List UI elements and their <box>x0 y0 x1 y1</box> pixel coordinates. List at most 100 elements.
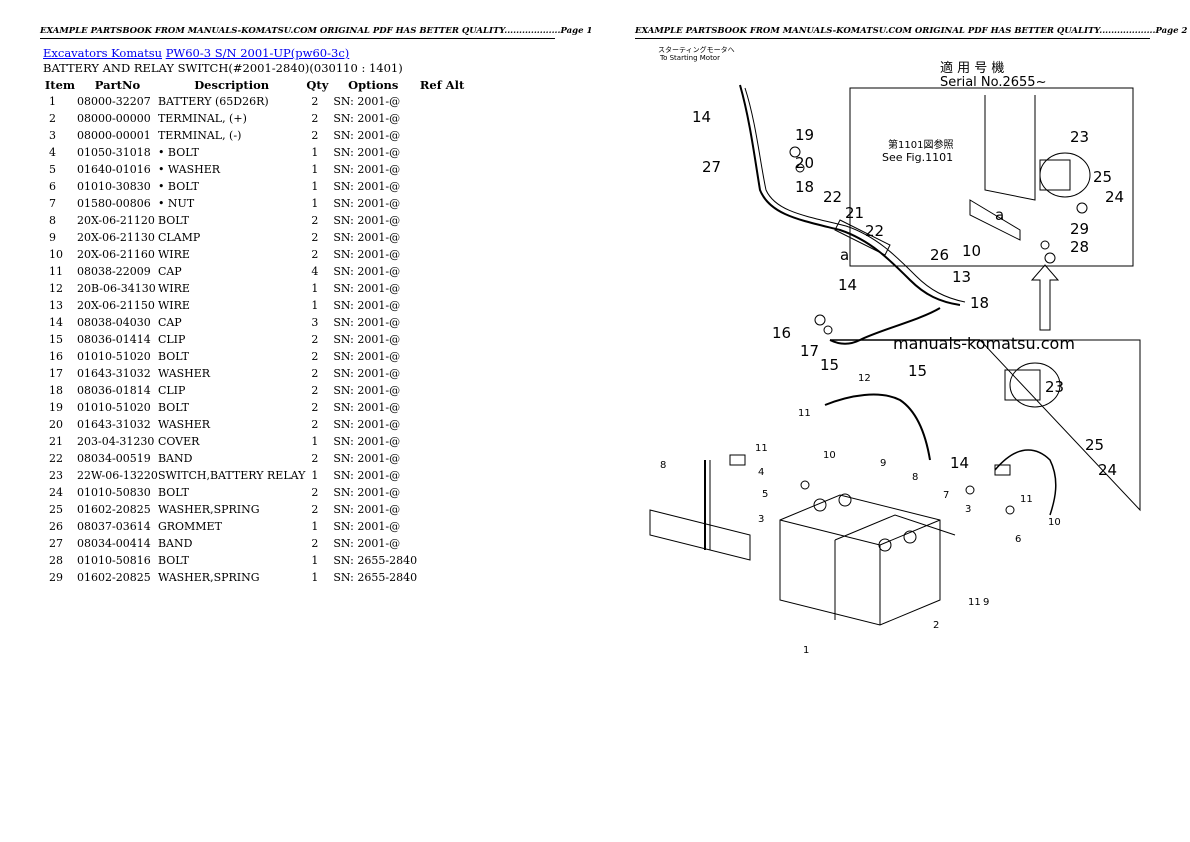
cell-item: 8 <box>49 214 56 227</box>
cell-options: SN: 2001-@ <box>333 537 401 550</box>
cell-options: SN: 2001-@ <box>333 231 401 244</box>
column-header-partno: PartNo <box>94 77 141 92</box>
watermark: manuals-komatsu.com <box>893 334 1075 353</box>
cell-refalt <box>417 314 467 331</box>
cell-options: SN: 2001-@ <box>333 333 401 346</box>
cell-options: SN: 2001-@ <box>333 163 401 176</box>
cell-refalt <box>417 467 467 484</box>
cell-options: SN: 2001-@ <box>333 248 401 261</box>
cell-refalt <box>417 348 467 365</box>
cell-options: SN: 2001-@ <box>333 452 401 465</box>
cell-item: 26 <box>49 520 63 533</box>
cell-description: COVER <box>157 435 200 448</box>
cell-options: SN: 2001-@ <box>333 129 401 142</box>
callout-label: 3 <box>758 514 764 525</box>
cell-refalt <box>417 399 467 416</box>
cell-qty: 2 <box>311 112 319 125</box>
nut <box>965 485 975 495</box>
cell-partno: 01602-20825 <box>77 571 151 584</box>
breadcrumb-link-model[interactable]: PW60-3 S/N 2001-UP(pw60-3c) <box>165 46 350 60</box>
cell-qty: 2 <box>311 452 319 465</box>
cell-partno: 20B-06-34130 <box>77 282 156 295</box>
bolt-head <box>1005 505 1015 515</box>
cell-description: BOLT <box>157 214 189 227</box>
cell-partno: 20X-06-21150 <box>77 299 155 312</box>
callout-label: 9 <box>983 597 989 608</box>
cell-options: SN: 2001-@ <box>333 95 401 108</box>
cell-qty: 1 <box>311 520 319 533</box>
cell-description: WASHER,SPRING <box>157 571 260 584</box>
section-title: BATTERY AND RELAY SWITCH(#2001-2840)(030… <box>43 61 403 75</box>
cap-terminal <box>729 454 746 466</box>
callout-label: 17 <box>800 342 819 360</box>
cell-refalt <box>417 518 467 535</box>
wire-10 <box>994 449 1057 516</box>
cell-qty: 2 <box>311 129 319 142</box>
callout-label: 11 <box>968 597 981 608</box>
cell-qty: 2 <box>311 367 319 380</box>
cap-terminal <box>994 464 1011 476</box>
cell-options: SN: 2001-@ <box>333 469 401 482</box>
cell-qty: 4 <box>311 265 319 278</box>
callout-label: 25 <box>1093 168 1112 186</box>
cell-qty: 1 <box>311 571 319 584</box>
cell-qty: 2 <box>311 486 319 499</box>
cell-options: SN: 2655-2840 <box>333 571 418 584</box>
cell-item: 1 <box>49 95 56 108</box>
cell-options: SN: 2001-@ <box>333 180 401 193</box>
cell-description: CAP <box>157 265 182 278</box>
callout-label: a <box>840 246 849 264</box>
cell-description: BOLT <box>157 486 189 499</box>
callout-labels: 1427192018222122232524a292810a1426131816… <box>660 108 1124 656</box>
cell-description: WASHER <box>157 367 211 380</box>
callout-label: 15 <box>908 362 927 380</box>
cell-item: 24 <box>49 486 63 499</box>
cell-options: SN: 2001-@ <box>333 520 401 533</box>
cell-item: 25 <box>49 503 63 516</box>
battery-right-top <box>834 514 956 541</box>
cell-qty: 1 <box>311 163 319 176</box>
cell-refalt <box>417 484 467 501</box>
cell-qty: 2 <box>311 333 319 346</box>
breadcrumb-link-excavators[interactable]: Excavators Komatsu <box>43 46 163 60</box>
cell-qty: 1 <box>311 180 319 193</box>
relay-body-lower <box>1004 369 1041 401</box>
cell-item: 17 <box>49 367 63 380</box>
callout-label: 20 <box>795 154 814 172</box>
cell-partno: 20X-06-21130 <box>77 231 155 244</box>
battery-top-edge <box>879 519 941 546</box>
cell-description: BAND <box>157 537 193 550</box>
callout-label: 22 <box>865 222 884 240</box>
cell-refalt <box>417 212 467 229</box>
up-arrow <box>1030 264 1060 331</box>
cell-partno: 08034-00414 <box>77 537 151 550</box>
cell-options: SN: 2001-@ <box>333 384 401 397</box>
cell-description: CLIP <box>157 333 186 346</box>
relay-switch-lower <box>1009 362 1061 408</box>
callout-label: 11 <box>1020 494 1033 505</box>
cell-qty: 2 <box>311 248 319 261</box>
washer-20 <box>795 163 805 173</box>
cell-item: 7 <box>49 197 56 210</box>
cell-item: 6 <box>49 180 56 193</box>
callout-label: 28 <box>1070 238 1089 256</box>
cell-options: SN: 2001-@ <box>333 503 401 516</box>
cell-partno: 01643-31032 <box>77 418 151 431</box>
callout-label: 11 <box>755 443 768 454</box>
cell-refalt <box>417 178 467 195</box>
cell-options: SN: 2655-2840 <box>333 554 418 567</box>
callout-label: 1 <box>803 645 809 656</box>
callout-label: 11 <box>798 408 811 419</box>
starting-motor-en: To Starting Motor <box>659 54 720 62</box>
cell-options: SN: 2001-@ <box>333 401 401 414</box>
callout-label: 27 <box>702 158 721 176</box>
cell-partno: 01640-01016 <box>77 163 151 176</box>
